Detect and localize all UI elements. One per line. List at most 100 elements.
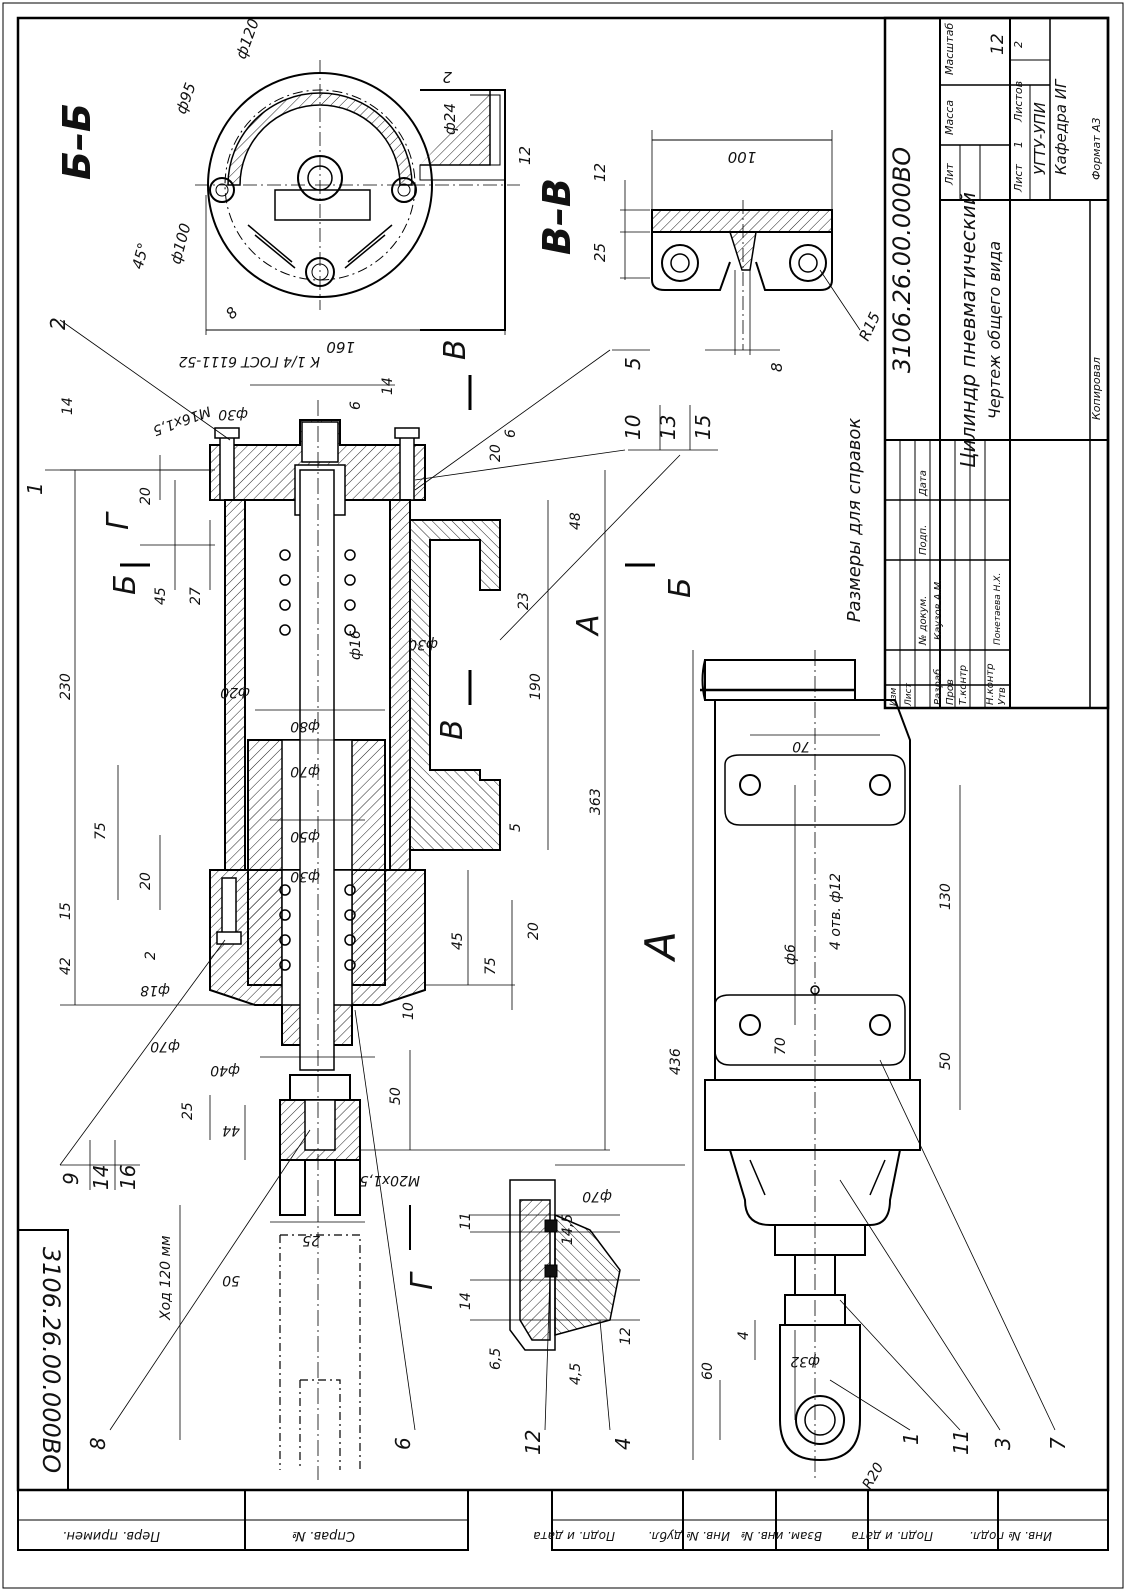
dim-50c: 50 xyxy=(938,1052,954,1070)
pos-1b: 1 xyxy=(899,1432,923,1445)
name-razrab: Каузов А.М. xyxy=(933,579,944,640)
dim-14b: 14 xyxy=(380,377,396,395)
row-nkontr: Н.контр xyxy=(985,663,996,705)
title-line1: Цилиндр пневматический xyxy=(956,192,980,468)
dim-20c: 20 xyxy=(138,872,154,890)
dim-d30b: ф30 xyxy=(408,636,438,652)
dim-10: 10 xyxy=(401,1002,417,1020)
dim-v8: 8 xyxy=(768,362,786,372)
cut-v-top: В xyxy=(438,339,473,360)
strip-sprav: Справ. № xyxy=(292,1528,355,1543)
dim-k14: К 1/4 ГОСТ 6111-52 xyxy=(178,353,320,369)
dim-6b: 6 xyxy=(503,429,519,438)
reference-note: Размеры для справок xyxy=(844,418,865,623)
dim-100: 100 xyxy=(728,148,757,166)
mass-label: Масса xyxy=(943,100,956,135)
dim-d24: ф24 xyxy=(441,103,459,135)
cut-v-bottom: В xyxy=(435,719,470,740)
dim-d18: ф18 xyxy=(140,982,170,998)
pos-1: 1 xyxy=(23,482,47,495)
sheet-label: Лист xyxy=(1012,164,1025,193)
pos-3: 3 xyxy=(991,1437,1015,1450)
section-bb-title: Б–Б xyxy=(55,103,99,180)
dim-70b: 70 xyxy=(773,1037,789,1055)
dim-14-5: 14,5 xyxy=(560,1214,576,1245)
lit-label: Лит xyxy=(943,163,956,186)
dim-4: 4 xyxy=(736,1331,752,1340)
dim-436: 436 xyxy=(668,1048,684,1075)
format-label: Формат А3 xyxy=(1090,117,1103,180)
pos-7: 7 xyxy=(1046,1437,1070,1450)
hdr-list: Лист xyxy=(904,682,914,707)
dim-60: 60 xyxy=(700,1362,716,1380)
hdr-sign: Подп. xyxy=(918,525,929,555)
position-numbers: 1 2 5 10 13 15 9 14 16 8 6 12 4 11 3 7 1 xyxy=(23,317,1070,1455)
pos-12: 12 xyxy=(521,1430,545,1455)
dim-2: 2 xyxy=(442,68,452,86)
dim-8: 8 xyxy=(222,303,241,322)
row-razrab: Разраб xyxy=(932,669,944,705)
dim-d95: ф95 xyxy=(172,80,200,116)
designation-rotated: 3106.26.00.000ВО xyxy=(37,1247,65,1473)
dim-6a: 6 xyxy=(348,401,364,410)
dim-d120: ф120 xyxy=(232,16,263,61)
dim-d70b: ф70 xyxy=(150,1038,180,1054)
pos-8: 8 xyxy=(86,1437,110,1450)
cut-b-left: Б xyxy=(108,574,143,595)
dim-m16: М16х1,5 xyxy=(150,402,212,438)
dim-45b: 45 xyxy=(450,932,466,950)
dim-75a: 75 xyxy=(93,822,109,840)
view-a-side xyxy=(692,650,961,1480)
row-utv: Утв xyxy=(997,687,1008,705)
dim-2b: 2 xyxy=(143,951,159,960)
section-bb-view xyxy=(195,60,520,335)
dim-45deg: 45° xyxy=(128,241,152,271)
hdr-date: Дата xyxy=(918,470,929,497)
sheet-value: 1 xyxy=(1012,141,1025,148)
dim-11: 11 xyxy=(458,1212,474,1230)
dim-d12: 4 отв. ф12 xyxy=(828,873,844,950)
pos-15: 15 xyxy=(691,415,715,440)
dim-50a: 50 xyxy=(388,1087,404,1105)
pos-9: 9 xyxy=(59,1172,83,1185)
cut-b-right: Б xyxy=(663,577,698,598)
hdr-izm: Изм xyxy=(889,687,899,706)
dim-d6: ф6 xyxy=(783,944,799,965)
dim-14a: 14 xyxy=(60,397,76,415)
dim-45a: 45 xyxy=(153,587,169,605)
dim-20a: 20 xyxy=(488,444,504,462)
dim-363: 363 xyxy=(588,788,604,815)
dim-d100: ф100 xyxy=(166,221,194,266)
strip-perv: Перв. примен. xyxy=(62,1528,160,1543)
dim-23: 23 xyxy=(516,592,532,610)
pos-10: 10 xyxy=(621,415,645,440)
dim-5: 5 xyxy=(508,823,524,832)
dim-130: 130 xyxy=(938,883,954,910)
dim-r20: R20 xyxy=(860,1460,888,1492)
pos-11: 11 xyxy=(949,1430,973,1455)
designation-box-left: 3106.26.00.000ВО xyxy=(17,1229,69,1491)
org-line1: УГТУ-УПИ xyxy=(1031,102,1049,175)
scale-value: 12 xyxy=(988,33,1008,55)
dim-48: 48 xyxy=(568,512,584,530)
cut-g-top: Г xyxy=(101,511,136,530)
dim-d40: ф40 xyxy=(210,1062,240,1078)
dim-d80: ф80 xyxy=(290,718,320,734)
view-a-label: А xyxy=(636,931,685,963)
pos-6: 6 xyxy=(391,1437,415,1450)
dim-d50: ф50 xyxy=(290,828,320,844)
dim-70a: 70 xyxy=(792,738,810,754)
strip-inv-dubl: Инв. № дубл. xyxy=(648,1529,730,1543)
dim-25b: 25 xyxy=(302,1232,320,1248)
dim-d30c: ф30 xyxy=(290,868,320,884)
dim-44: 44 xyxy=(222,1122,240,1138)
main-cylinder-section xyxy=(60,375,655,1480)
section-vv-title: В–В xyxy=(535,178,579,255)
dim-d20: ф20 xyxy=(220,684,250,700)
detail-g-view xyxy=(470,1164,685,1351)
pos-14: 14 xyxy=(89,1165,113,1190)
row-prov: Пров xyxy=(945,679,956,705)
strip-inv-podl: Инв. № подл. xyxy=(969,1529,1052,1543)
name-nkontr: Понетаева Н.Х. xyxy=(993,573,1003,645)
scale-label: Масштаб xyxy=(943,23,956,75)
